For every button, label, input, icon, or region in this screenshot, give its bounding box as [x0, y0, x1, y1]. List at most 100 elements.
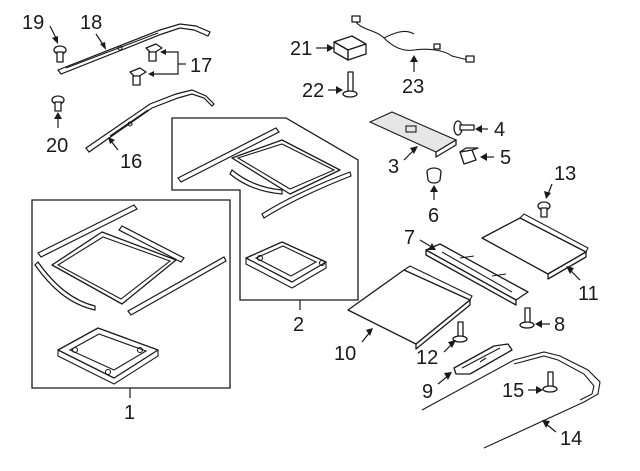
- part-23-wiring-harness[interactable]: 23: [351, 15, 475, 98]
- part-10-shade-edge: [415, 299, 471, 350]
- part-4-pin[interactable]: 4: [453, 119, 505, 141]
- part-13-bolt-shank: [540, 207, 548, 218]
- part-10-shade-roller: [403, 265, 473, 301]
- part-22-stud-shank: [347, 71, 354, 93]
- callout-22: 22: [302, 80, 324, 102]
- part-14-cable-loop: [421, 351, 601, 449]
- assembly-1-sunroof-frame: [57, 327, 159, 385]
- part-3-deflector-edge: [435, 139, 457, 158]
- callout-5-arrow: [480, 153, 487, 161]
- callout-17-arrow-b: [148, 71, 154, 77]
- part-21-control-module[interactable]: 21: [290, 35, 367, 61]
- callout-21: 21: [290, 38, 312, 60]
- callout-6: 6: [428, 205, 439, 227]
- callout-20: 20: [46, 135, 68, 157]
- part-23-connector-c: [433, 43, 441, 50]
- assembly-1-strip-right: [118, 225, 185, 263]
- part-3-wind-deflector[interactable]: 3: [368, 111, 458, 178]
- assembly-2-strip-left: [229, 169, 283, 195]
- part-14-drive-cable[interactable]: 14: [421, 351, 601, 450]
- callout-22-arrow: [336, 86, 343, 94]
- part-19-bolt[interactable]: 19: [22, 12, 67, 63]
- part-6-grommet[interactable]: 6: [426, 167, 442, 227]
- callout-14: 14: [560, 428, 582, 450]
- sunroof-assembly-1[interactable]: 1: [31, 199, 231, 424]
- callout-3: 3: [388, 156, 399, 178]
- callout-5: 5: [500, 147, 511, 169]
- assembly-2-sunroof-frame: [245, 241, 327, 289]
- part-15-bolt[interactable]: 15: [502, 371, 558, 402]
- callout-11: 11: [578, 283, 599, 305]
- callout-4-arrow: [475, 125, 482, 133]
- part-9-drive-bracket[interactable]: 9: [422, 343, 513, 403]
- callout-19: 19: [22, 12, 44, 34]
- callout-16: 16: [120, 151, 142, 173]
- callout-13-leader: [547, 183, 553, 195]
- part-21-module-front: [347, 43, 367, 61]
- callout-17: 17: [190, 55, 212, 77]
- part-18-rail-hole: [117, 45, 123, 51]
- sunroof-assembly-2[interactable]: 2: [171, 117, 359, 336]
- callout-16-arrow: [108, 137, 115, 144]
- part-11-shade-roller: [519, 213, 589, 253]
- part-16-rail-detail: [109, 109, 149, 137]
- assembly-2-strip-front: [261, 171, 352, 219]
- part-4-pin-shank: [459, 124, 475, 131]
- callout-21-arrow: [327, 44, 334, 52]
- callout-8-arrow: [535, 320, 542, 328]
- part-15-bolt-head: [542, 385, 558, 393]
- callout-9: 9: [422, 381, 433, 403]
- callout-7-leader: [419, 239, 431, 247]
- callout-10: 10: [334, 343, 356, 365]
- part-12-bolt[interactable]: 12: [416, 321, 468, 369]
- part-17-clip-b: [129, 67, 147, 86]
- part-5-clip-top: [459, 147, 479, 153]
- part-16-rail-hole: [127, 121, 133, 127]
- callout-12-arrow: [448, 340, 456, 348]
- part-7-rail-bracket[interactable]: 7: [404, 227, 529, 306]
- callout-1: 1: [124, 402, 135, 424]
- part-9-bracket-detail: [461, 347, 501, 369]
- part-18-rail-detail: [65, 32, 159, 69]
- part-6-grommet-body: [426, 171, 442, 184]
- part-22-stud[interactable]: 22: [302, 71, 358, 102]
- part-17-clips[interactable]: 17: [129, 43, 212, 86]
- part-10-sunshade[interactable]: 10: [334, 265, 473, 365]
- callout-3-arrow: [410, 146, 418, 154]
- callout-13: 13: [554, 163, 576, 185]
- part-11-sunshade[interactable]: 11: [481, 213, 599, 305]
- part-23-harness-wire-b: [383, 30, 415, 39]
- callout-18-arrow: [100, 42, 106, 50]
- part-3-deflector-tab: [405, 125, 417, 133]
- callout-18: 18: [80, 12, 102, 34]
- callout-23-arrow: [410, 55, 418, 62]
- callout-11-arrow: [566, 266, 574, 274]
- callout-10-arrow: [366, 328, 373, 336]
- callout-7-arrow: [428, 243, 436, 250]
- part-8-bolt[interactable]: 8: [519, 307, 565, 336]
- callout-9-arrow: [444, 372, 452, 380]
- part-17-clip-a: [145, 43, 163, 62]
- part-23-harness-wire: [355, 21, 469, 61]
- part-20-bolt-shank: [54, 101, 62, 112]
- part-9-bracket-body: [453, 343, 513, 375]
- callout-16-leader: [110, 140, 119, 151]
- callout-8: 8: [554, 314, 565, 336]
- part-10-shade-panel: [347, 269, 471, 345]
- assembly-2-frame: [171, 117, 359, 301]
- part-5-clip[interactable]: 5: [459, 147, 511, 169]
- callout-2: 2: [293, 314, 304, 336]
- part-13-bolt[interactable]: 13: [537, 163, 576, 218]
- callout-13-arrow: [544, 191, 551, 199]
- part-22-stud-head: [342, 90, 358, 98]
- part-12-bolt-head: [452, 335, 468, 343]
- part-20-bolt[interactable]: 20: [46, 95, 68, 157]
- callout-14-arrow: [542, 420, 550, 428]
- part-18-guide-rail[interactable]: 18: [57, 12, 211, 75]
- part-19-bolt-shank: [56, 51, 64, 63]
- callout-4: 4: [494, 119, 505, 141]
- assembly-1-frame: [31, 199, 231, 389]
- part-16-guide-rail[interactable]: 16: [85, 89, 215, 173]
- callout-6-arrow: [430, 185, 438, 192]
